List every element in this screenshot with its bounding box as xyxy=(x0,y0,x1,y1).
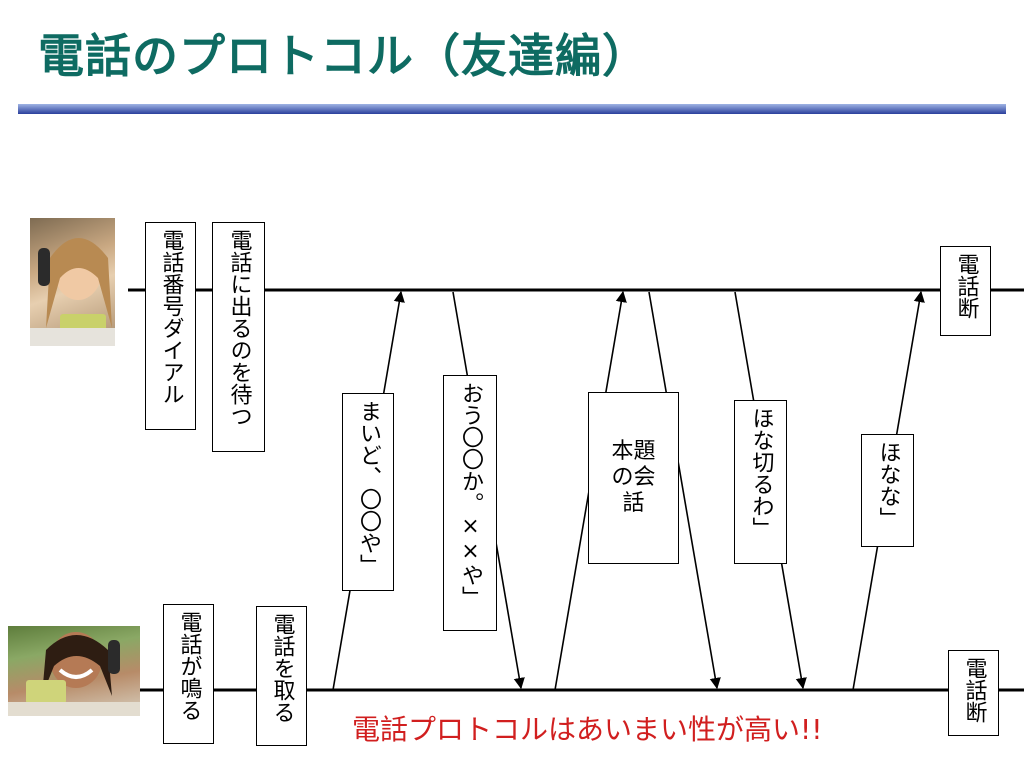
arrow-m3-down xyxy=(648,291,721,690)
callee-hangup-step: 電話断 xyxy=(948,650,999,736)
message-hona-kiruwa: ほな切るわ」 xyxy=(734,400,787,564)
ring-step: 電話が鳴る xyxy=(163,604,214,744)
callee-figure-icon xyxy=(8,632,140,716)
message-maido: まいど、〇〇や」 xyxy=(342,393,394,591)
caller-hangup-step: 電話断 xyxy=(940,246,991,336)
message-main-topic: 本題の会話 xyxy=(588,392,679,564)
message-honana: ほなな」 xyxy=(861,434,914,547)
callee-photo xyxy=(8,626,140,716)
pickup-step: 電話を取る xyxy=(256,606,307,746)
caller-photo xyxy=(30,218,115,346)
title-divider xyxy=(18,104,1006,114)
footer-note: 電話プロトコルはあいまい性が高い!! xyxy=(352,713,823,746)
caller-figure-icon xyxy=(30,238,115,346)
wait-step: 電話に出るのを待つ xyxy=(212,222,265,452)
dial-step: 電話番号ダイアル xyxy=(145,222,196,430)
message-ou: おう〇〇か。××や」 xyxy=(443,375,497,631)
slide-title: 電話のプロトコル（友達編） xyxy=(38,29,649,83)
